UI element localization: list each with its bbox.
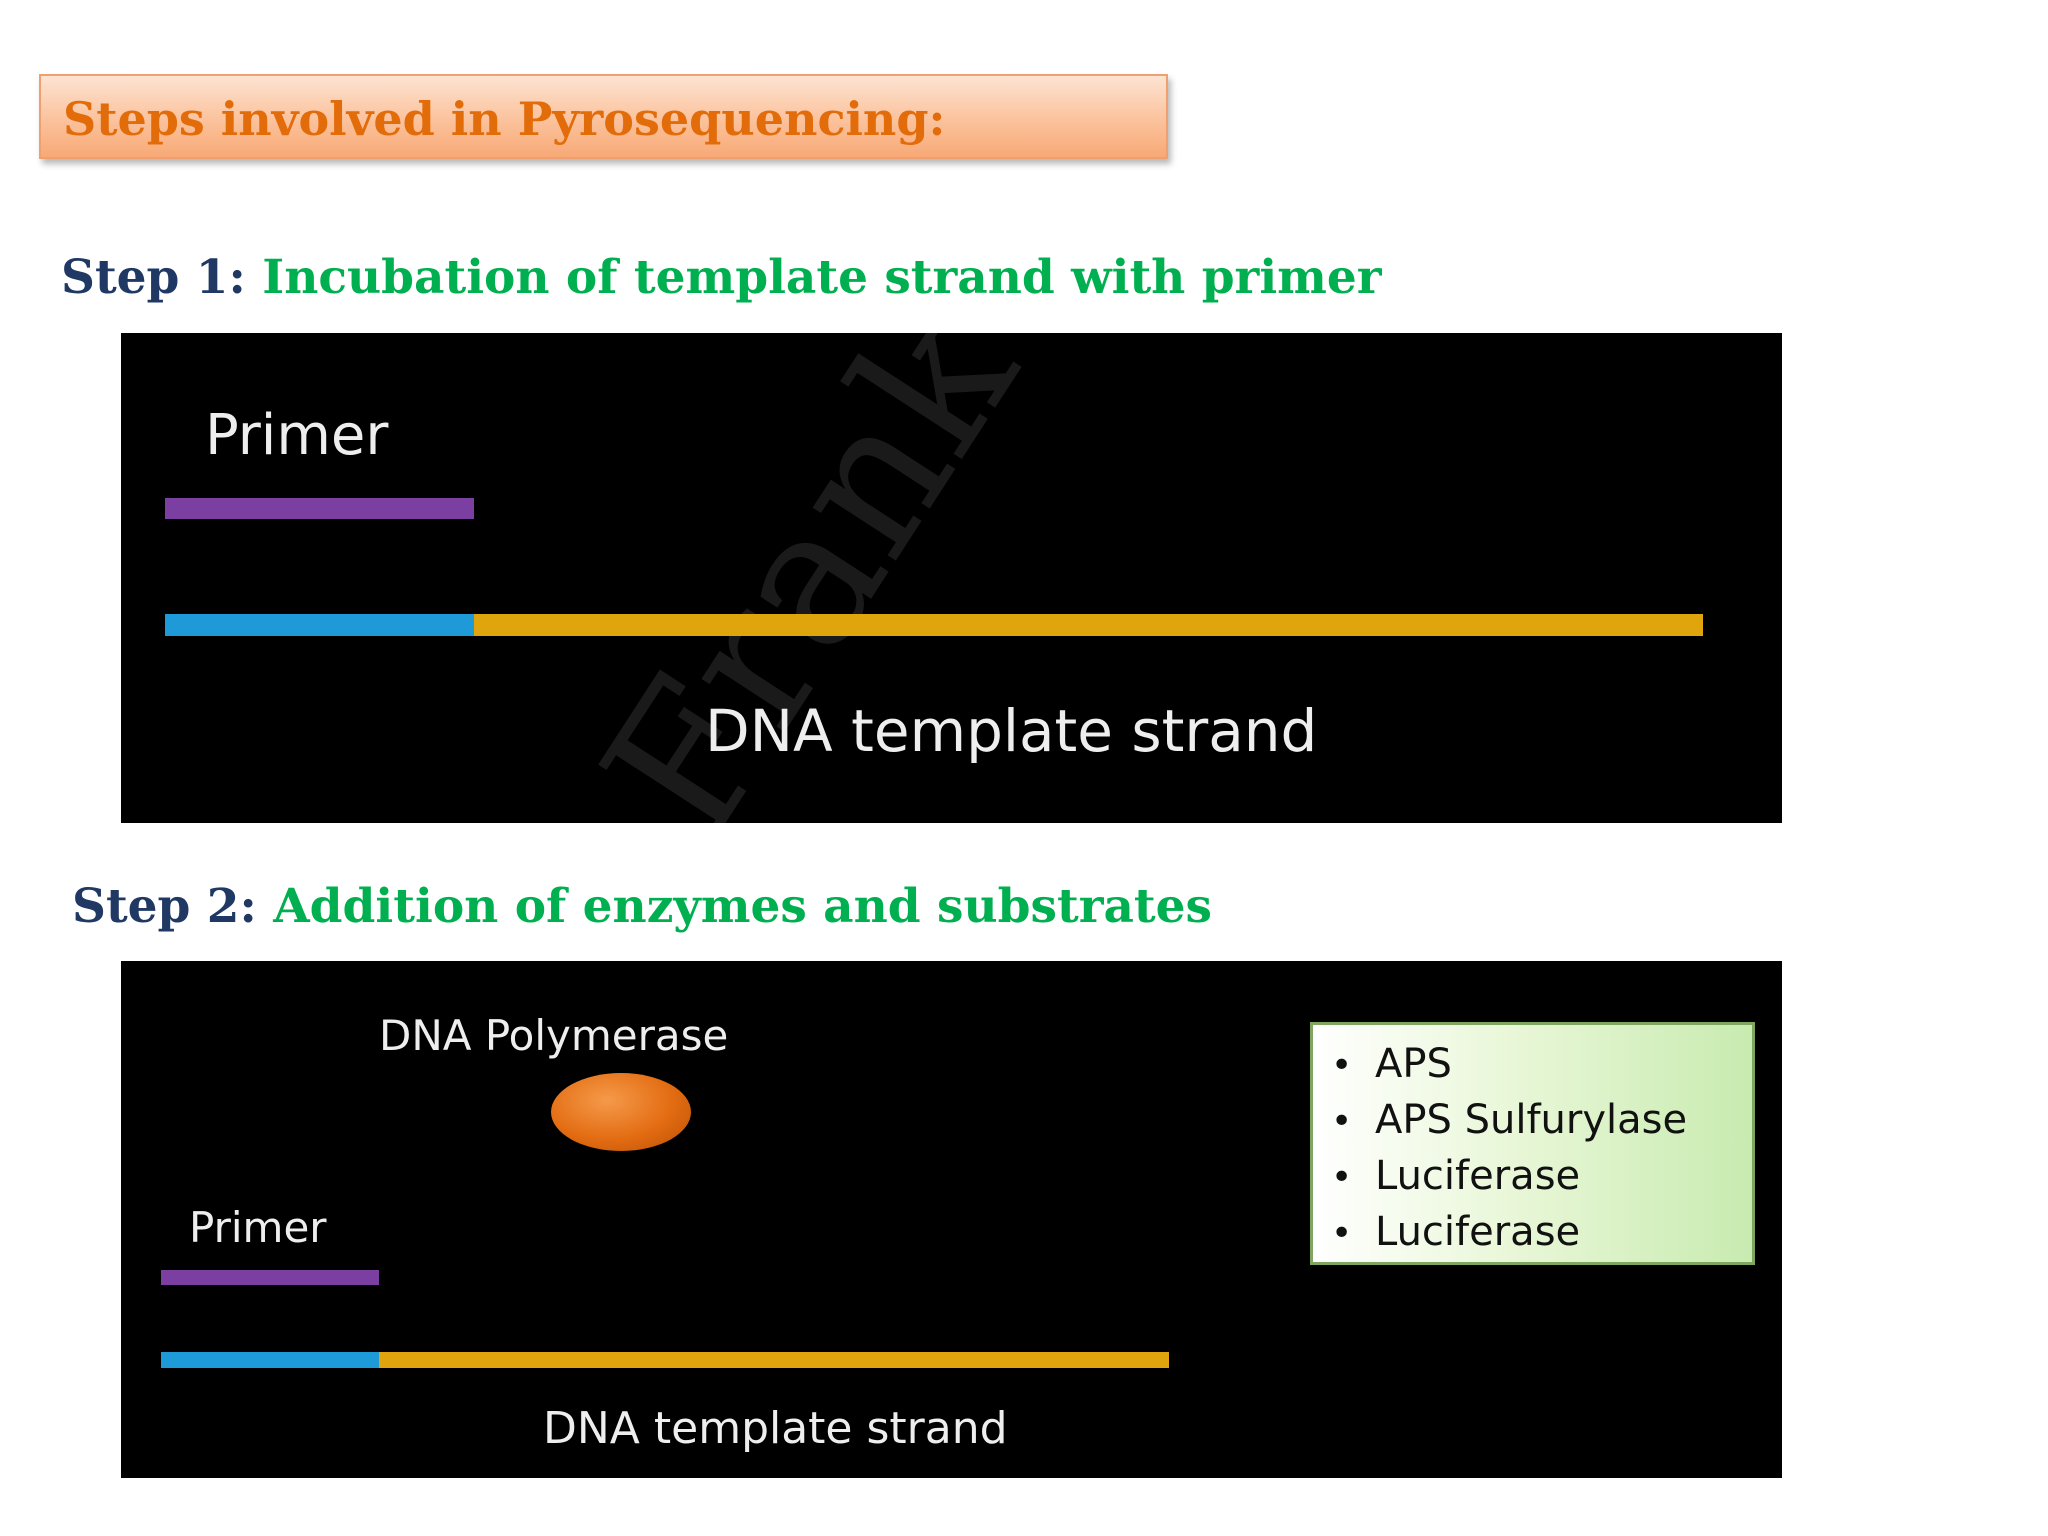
step2-prefix: Step 2: xyxy=(72,879,257,934)
bullet-icon: • xyxy=(1331,1045,1353,1086)
step1-heading: Step 1: Incubation of template strand wi… xyxy=(61,250,1382,305)
step1-diagram: Frank Lectu Primer DNA template strand xyxy=(121,333,1782,823)
step1-primer-label: Primer xyxy=(205,403,389,468)
substrate-item: •APS xyxy=(1331,1037,1752,1093)
step1-primer-bar xyxy=(165,498,474,519)
step2-heading: Step 2: Addition of enzymes and substrat… xyxy=(72,879,1212,934)
step1-description: Incubation of template strand with prime… xyxy=(262,250,1382,305)
step2-diagram: DNA Polymerase Primer DNA template stran… xyxy=(121,961,1782,1478)
title-box: Steps involved in Pyrosequencing: xyxy=(39,74,1168,159)
step2-template-strand xyxy=(379,1352,1169,1368)
substrate-list-box: •APS •APS Sulfurylase •Luciferase •Lucif… xyxy=(1310,1022,1755,1265)
step1-template-strand xyxy=(474,614,1703,636)
substrate-item: •Luciferase xyxy=(1331,1149,1752,1205)
step1-prefix: Step 1: xyxy=(61,250,246,305)
step2-template-label: DNA template strand xyxy=(543,1403,1008,1454)
step2-primer-label: Primer xyxy=(189,1203,327,1252)
substrate-item: •APS Sulfurylase xyxy=(1331,1093,1752,1149)
step1-primer-binding-region xyxy=(165,614,474,636)
step2-primer-bar xyxy=(161,1270,379,1285)
dna-polymerase-shape xyxy=(551,1073,691,1151)
substrate-list: •APS •APS Sulfurylase •Luciferase •Lucif… xyxy=(1331,1037,1752,1261)
step2-enzyme-label: DNA Polymerase xyxy=(379,1011,729,1060)
bullet-icon: • xyxy=(1331,1213,1353,1254)
substrate-item: •Luciferase xyxy=(1331,1205,1752,1261)
page-title: Steps involved in Pyrosequencing: xyxy=(63,92,946,146)
step1-template-label: DNA template strand xyxy=(705,697,1318,765)
bullet-icon: • xyxy=(1331,1101,1353,1142)
step2-primer-binding-region xyxy=(161,1352,379,1368)
step2-description: Addition of enzymes and substrates xyxy=(273,879,1212,934)
bullet-icon: • xyxy=(1331,1157,1353,1198)
